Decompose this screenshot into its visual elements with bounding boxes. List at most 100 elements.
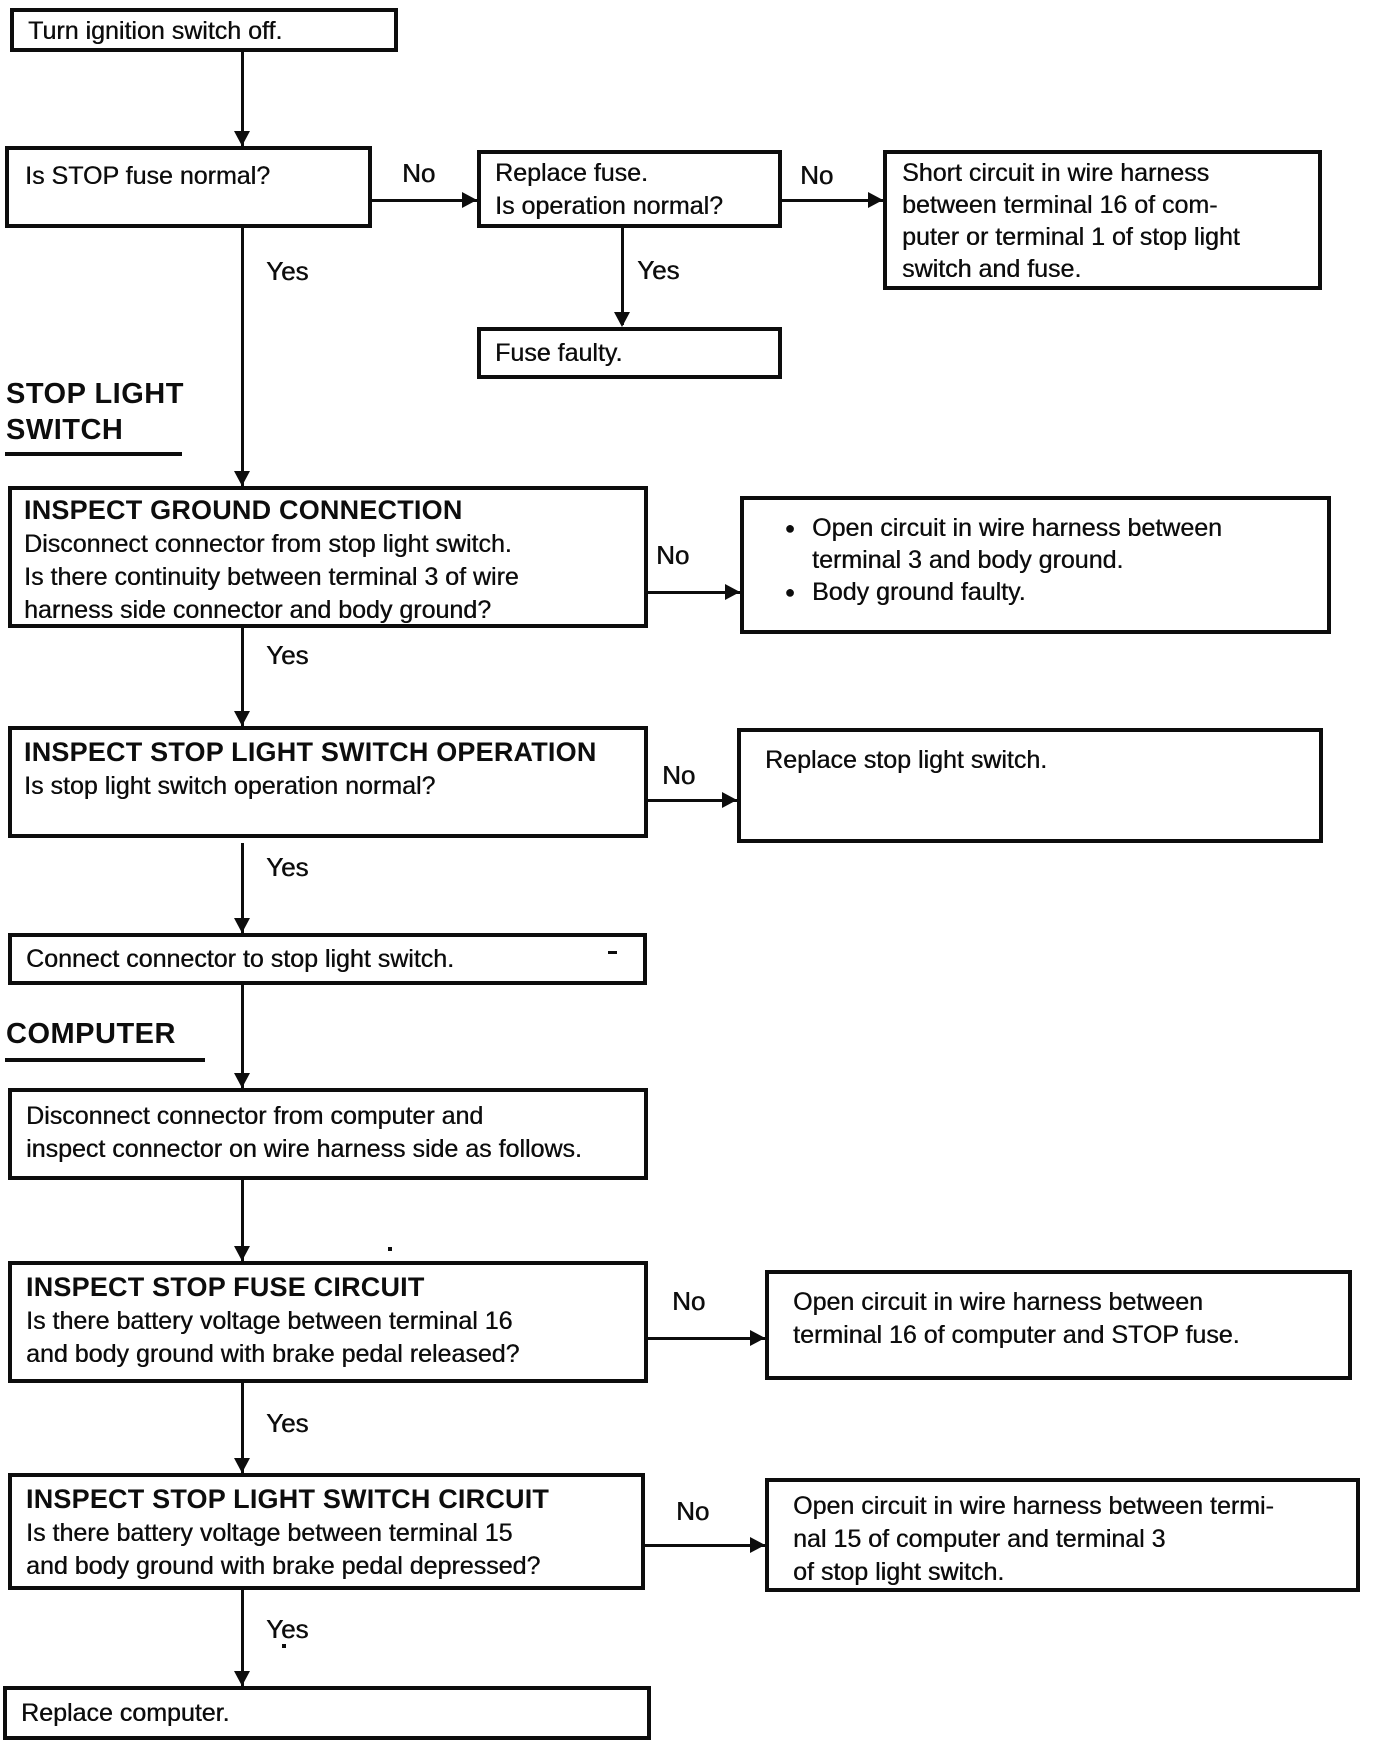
node-text: switch and fuse. [902, 255, 1082, 283]
connector-to-inspect-stop-fuse [241, 1180, 244, 1261]
arrowhead-down-icon [234, 711, 250, 726]
node-text: Fuse faulty. [495, 339, 623, 367]
connector-no-to-short-circuit [782, 199, 883, 202]
edge-label-no: No [800, 160, 834, 190]
arrowhead-down-icon [234, 918, 250, 933]
arrowhead-right-icon [725, 584, 740, 600]
arrowhead-down-icon [234, 131, 250, 146]
connector-no-to-replace-switch [648, 799, 737, 802]
node-text: Short circuit in wire harness [902, 159, 1210, 187]
arrowhead-down-icon [234, 1671, 250, 1686]
arrowhead-down-icon [234, 1073, 250, 1088]
edge-label-no: No [672, 1286, 706, 1316]
node-short-circuit-result: Short circuit in wire harness between te… [883, 150, 1322, 290]
arrowhead-down-icon [234, 471, 250, 486]
edge-label-yes: Yes [266, 256, 309, 286]
node-open-circuit-terminal-15: Open circuit in wire harness between ter… [765, 1478, 1360, 1592]
node-replace-fuse-operation-normal: Replace fuse. Is operation normal? [477, 150, 782, 228]
node-text: Is operation normal? [495, 192, 723, 220]
edge-label-no: No [656, 540, 690, 570]
node-text: and body ground with brake pedal depress… [26, 1552, 541, 1580]
connector-no-to-replace-fuse [372, 199, 477, 202]
arrowhead-right-icon [868, 192, 883, 208]
node-title: INSPECT STOP LIGHT SWITCH OPERATION [24, 737, 597, 767]
edge-label-yes: Yes [266, 1614, 309, 1644]
node-replace-stop-light-switch: Replace stop light switch. [737, 728, 1323, 843]
section-label-stop-light-switch: STOP LIGHT SWITCH [6, 376, 184, 448]
node-text: Is STOP fuse normal? [25, 162, 271, 190]
bullet-item: ● Open circuit in wire harness between t… [768, 512, 1325, 576]
scan-artifact-dot [282, 1644, 286, 1648]
node-text: Open circuit in wire harness between [793, 1288, 1203, 1316]
node-text: Is there continuity between terminal 3 o… [24, 563, 519, 591]
connector-ignition-to-fuse-question [241, 52, 244, 146]
edge-label-no: No [676, 1496, 710, 1526]
node-text: Is there battery voltage between termina… [26, 1519, 513, 1547]
bullet-text: Body ground faulty. [812, 576, 1026, 608]
connector-yes-to-inspect-ground [241, 228, 244, 486]
node-is-stop-fuse-normal: Is STOP fuse normal? [5, 146, 372, 228]
node-text: inspect connector on wire harness side a… [26, 1135, 582, 1163]
arrowhead-right-icon [722, 792, 737, 808]
arrowhead-right-icon [750, 1537, 765, 1553]
edge-label-yes: Yes [637, 255, 680, 285]
node-text: Disconnect connector from stop light swi… [24, 530, 512, 558]
connector-yes-to-inspect-switch-circuit [241, 1383, 244, 1473]
node-text: Replace stop light switch. [765, 746, 1048, 774]
node-text: Is there battery voltage between termina… [26, 1307, 513, 1335]
connector-no-to-ground-results [648, 591, 740, 594]
edge-label-yes: Yes [266, 1408, 309, 1438]
node-text: Turn ignition switch off. [28, 17, 283, 45]
node-text: terminal 3 and body ground. [812, 546, 1124, 574]
node-text: harness side connector and body ground? [24, 596, 491, 624]
node-title: INSPECT STOP FUSE CIRCUIT [26, 1272, 425, 1302]
node-inspect-stop-light-switch-operation: INSPECT STOP LIGHT SWITCH OPERATION Is s… [8, 726, 648, 838]
connector-yes-to-fuse-faulty [621, 228, 624, 325]
edge-label-yes: Yes [266, 852, 309, 882]
node-text: Replace fuse. [495, 159, 648, 187]
node-open-circuit-terminal-16: Open circuit in wire harness between ter… [765, 1270, 1352, 1380]
node-text: Connect connector to stop light switch. [26, 945, 455, 973]
node-disconnect-computer-connector: Disconnect connector from computer and i… [8, 1088, 648, 1180]
scan-artifact-dot [608, 951, 617, 954]
scan-artifact-dot [388, 1247, 392, 1251]
edge-label-no: No [662, 760, 696, 790]
node-text: and body ground with brake pedal release… [26, 1340, 520, 1368]
arrowhead-right-icon [750, 1330, 765, 1346]
edge-label-no: No [402, 158, 436, 188]
arrowhead-right-icon [462, 192, 477, 208]
arrowhead-down-icon [614, 312, 630, 327]
connector-no-to-open-circuit-16 [648, 1337, 765, 1340]
node-turn-ignition-switch-off: Turn ignition switch off. [10, 8, 398, 52]
node-inspect-stop-light-switch-circuit: INSPECT STOP LIGHT SWITCH CIRCUIT Is the… [8, 1473, 645, 1590]
node-text: Disconnect connector from computer and [26, 1102, 484, 1130]
section-label-line: SWITCH [6, 414, 124, 446]
section-underline [5, 452, 182, 456]
node-text: Is stop light switch operation normal? [24, 772, 436, 800]
node-text: Replace computer. [21, 1699, 230, 1727]
node-inspect-stop-fuse-circuit: INSPECT STOP FUSE CIRCUIT Is there batte… [8, 1261, 648, 1383]
node-text: between terminal 16 of com- [902, 191, 1218, 219]
bullet-icon: ● [784, 582, 796, 602]
node-replace-computer: Replace computer. [3, 1686, 651, 1740]
node-text: Open circuit in wire harness between ter… [793, 1492, 1274, 1520]
section-label-line: STOP LIGHT [6, 378, 184, 410]
connector-yes-to-connect-connector [241, 843, 244, 933]
bullet-item: ● Body ground faulty. [768, 576, 1325, 608]
node-text: of stop light switch. [793, 1558, 1005, 1586]
node-text: nal 15 of computer and terminal 3 [793, 1525, 1166, 1553]
node-fuse-faulty: Fuse faulty. [477, 327, 782, 379]
node-text: Body ground faulty. [812, 578, 1026, 606]
section-underline [5, 1058, 205, 1062]
connector-yes-to-inspect-operation [241, 628, 244, 726]
edge-label-yes: Yes [266, 640, 309, 670]
node-title: INSPECT GROUND CONNECTION [24, 495, 463, 525]
bullet-icon: ● [784, 518, 796, 538]
connector-to-disconnect-computer [241, 985, 244, 1088]
node-text: terminal 16 of computer and STOP fuse. [793, 1321, 1240, 1349]
section-label-line: COMPUTER [6, 1018, 176, 1050]
arrowhead-down-icon [234, 1458, 250, 1473]
node-ground-check-results: ● Open circuit in wire harness between t… [740, 496, 1331, 634]
node-connect-connector: Connect connector to stop light switch. [8, 933, 647, 985]
